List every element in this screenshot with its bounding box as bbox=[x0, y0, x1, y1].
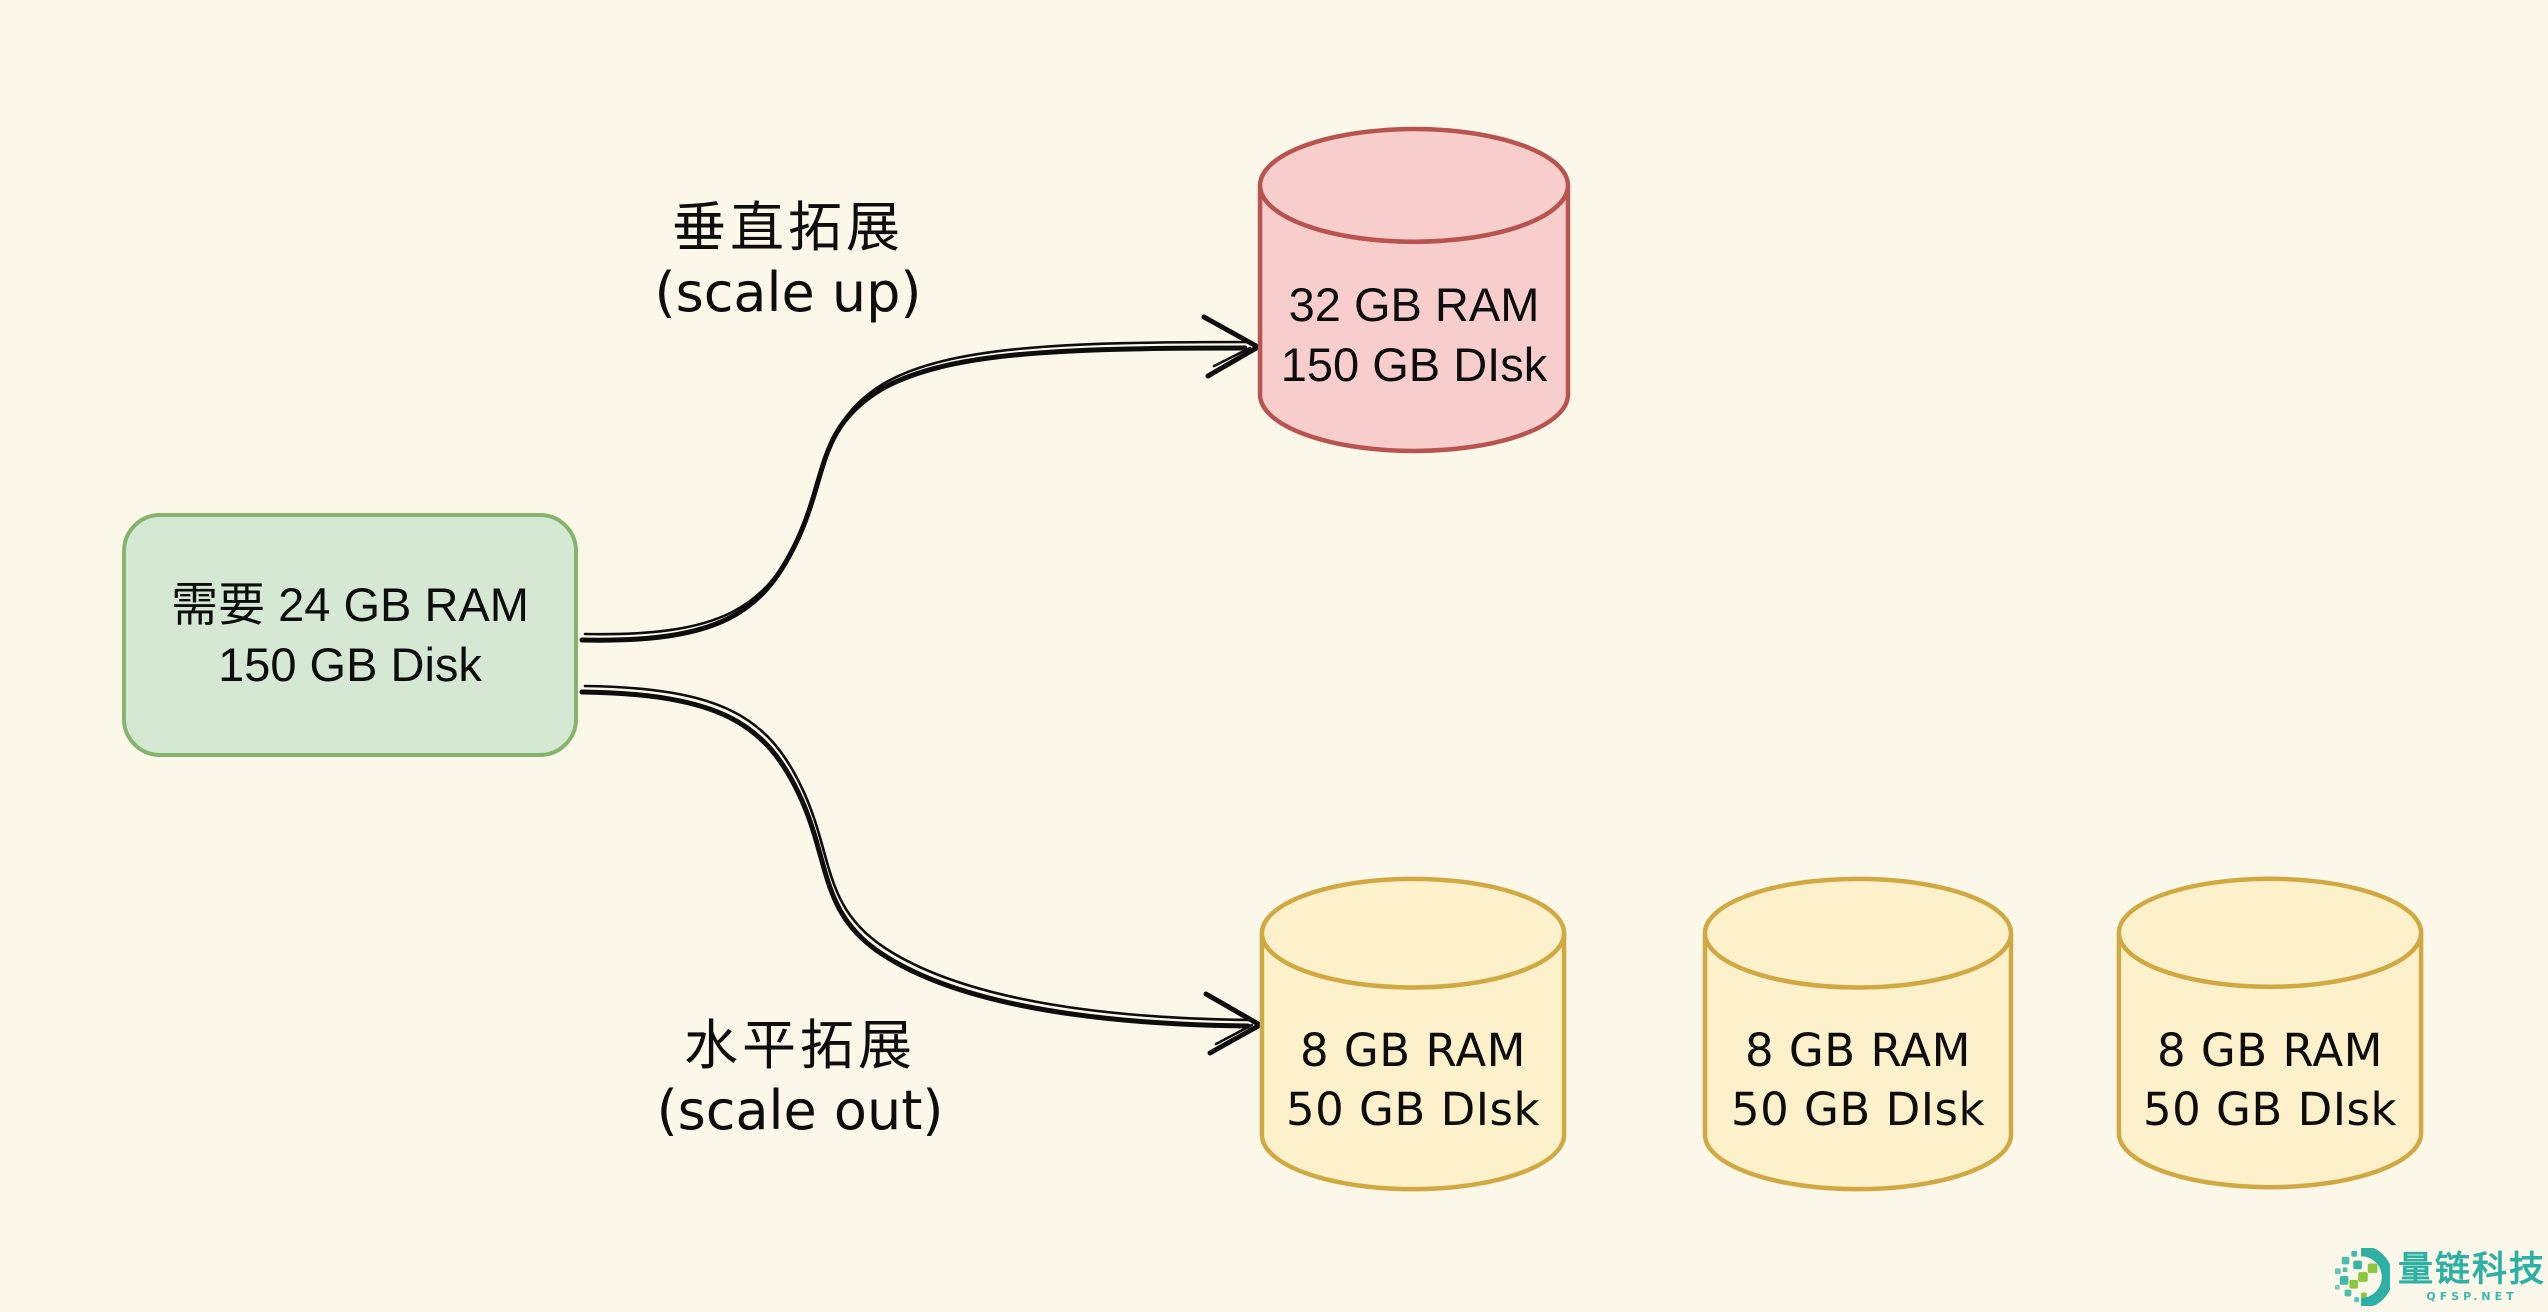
scale-out-server-2-ram: 8 GB RAM bbox=[1744, 1024, 1972, 1077]
scale-out-server-3-disk: 50 GB DIsk bbox=[2142, 1083, 2398, 1137]
scale-out-label-en: (scale out) bbox=[656, 1078, 944, 1142]
cylinder-shape-icon bbox=[1253, 123, 1575, 457]
watermark-domain-text: QFSP.NET bbox=[2426, 1290, 2518, 1304]
scale-up-server-ram: 32 GB RAM bbox=[1288, 278, 1540, 331]
scale-up-label-cn: 垂直拓展 bbox=[672, 196, 904, 259]
scale-out-server-2-disk: 50 GB DIsk bbox=[1730, 1083, 1986, 1137]
scale-out-server-1-disk: 50 GB DIsk bbox=[1285, 1083, 1541, 1137]
source-node-line1: 需要 24 GB RAM bbox=[171, 578, 529, 632]
scale-out-server-2-specs: 8 GB RAM 50 GB DIsk bbox=[1698, 1021, 2018, 1140]
scale-out-label: 水平拓展 (scale out) bbox=[600, 1014, 1000, 1144]
watermark-brand-text: 量链科技 bbox=[2397, 1249, 2546, 1290]
watermark: 量链科技 QFSP.NET bbox=[2332, 1246, 2546, 1308]
scale-out-server-cylinder-2: 8 GB RAM 50 GB DIsk bbox=[1698, 873, 2018, 1195]
brand-logo-icon bbox=[2334, 1248, 2390, 1306]
scale-up-server-disk: 150 GB DIsk bbox=[1280, 338, 1548, 392]
scale-up-server-specs: 32 GB RAM 150 GB DIsk bbox=[1253, 275, 1575, 395]
cylinder-shape-icon bbox=[2112, 873, 2428, 1193]
source-requirement-node: 需要 24 GB RAM 150 GB Disk bbox=[122, 513, 578, 757]
scale-out-server-1-ram: 8 GB RAM bbox=[1299, 1024, 1527, 1077]
scale-out-server-1-specs: 8 GB RAM 50 GB DIsk bbox=[1255, 1021, 1571, 1140]
scale-out-arrow bbox=[579, 684, 1263, 1056]
scale-up-label: 垂直拓展 (scale up) bbox=[598, 196, 978, 326]
scale-out-server-cylinder-3: 8 GB RAM 50 GB DIsk bbox=[2112, 873, 2428, 1193]
scale-up-label-en: (scale up) bbox=[654, 260, 922, 324]
source-node-line2: 150 GB Disk bbox=[218, 638, 482, 691]
cylinder-shape-icon bbox=[1255, 873, 1571, 1195]
scale-out-server-3-ram: 8 GB RAM bbox=[2156, 1024, 2384, 1077]
scale-out-label-cn: 水平拓展 bbox=[684, 1014, 916, 1077]
scale-up-arrow bbox=[579, 314, 1261, 643]
cylinder-shape-icon bbox=[1698, 873, 2018, 1195]
scale-out-server-3-specs: 8 GB RAM 50 GB DIsk bbox=[2112, 1021, 2428, 1140]
scale-up-server-cylinder: 32 GB RAM 150 GB DIsk bbox=[1253, 123, 1575, 457]
scale-out-server-cylinder-1: 8 GB RAM 50 GB DIsk bbox=[1255, 873, 1571, 1195]
